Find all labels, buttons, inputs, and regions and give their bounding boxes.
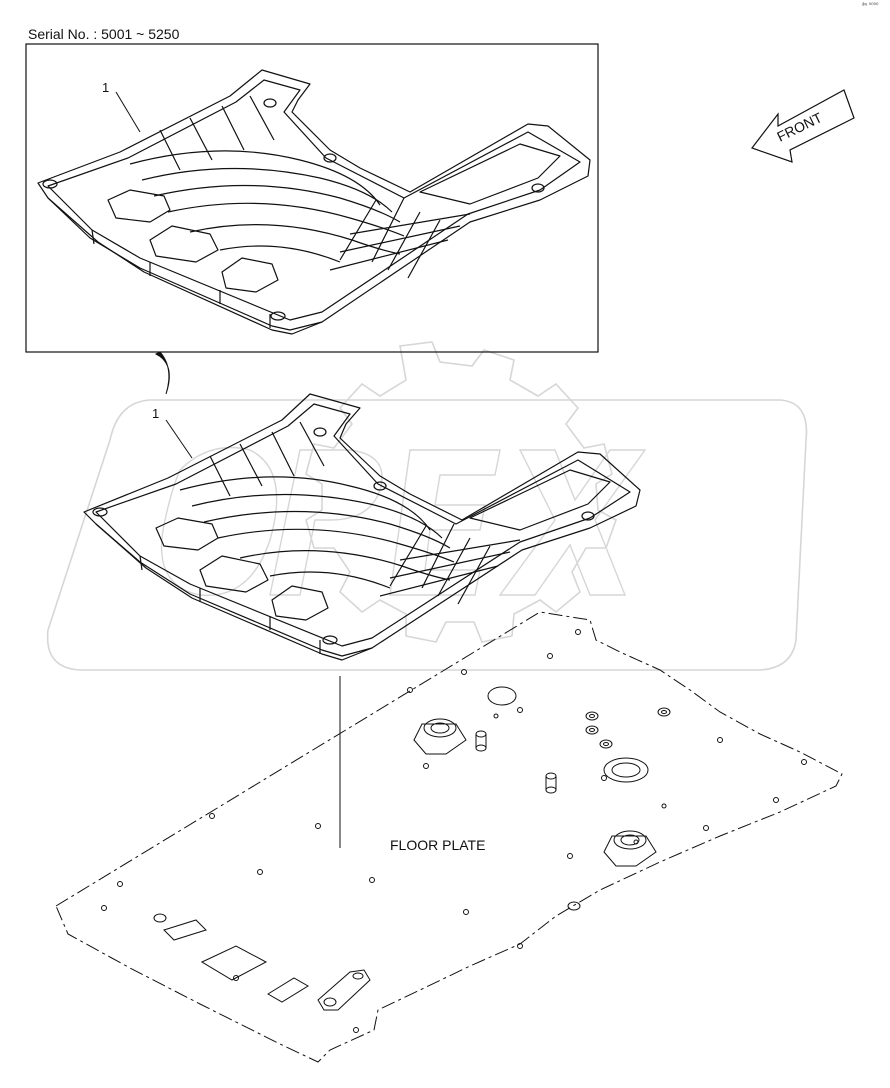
drawing-code: ᵈʷ ⁰⁰⁰⁰: [862, 3, 879, 9]
floor-plate-slot-1: [163, 919, 207, 941]
detail-callout-number: 1: [102, 80, 109, 95]
floor-plate-outline: [55, 611, 843, 1063]
detail-opening-left: [107, 189, 171, 223]
floor-plate-hinge: [317, 969, 371, 1011]
watermark: [46, 341, 808, 671]
serial-number-note: Serial No. : 5001 ~ 5250: [28, 26, 180, 42]
detail-opening-right: [221, 257, 279, 293]
floor-plate-mount-left: [413, 718, 467, 755]
main-callout-leader: [165, 419, 193, 459]
detail-opening-center: [149, 225, 219, 263]
floor-plate-oval-cover: [603, 757, 649, 783]
detail-frame: [25, 43, 599, 353]
floor-plate-mount-right: [603, 830, 657, 867]
floor-plate: [55, 611, 843, 1063]
front-arrow-icon: FRONT: [751, 89, 855, 163]
floor-plate-round-opening: [487, 686, 517, 706]
floor-plate-label: FLOOR PLATE: [390, 837, 486, 853]
floor-plate-bosses: [475, 707, 671, 911]
main-opening-left: [155, 517, 219, 551]
main-opening-center: [199, 555, 269, 593]
detail-callout-leader: [115, 91, 141, 133]
main-floor-mat: [83, 393, 641, 661]
watermark-plate: [46, 399, 808, 671]
watermark-gear: [305, 341, 617, 643]
floor-plate-slot-3: [267, 977, 309, 1003]
detail-floor-mat: [37, 69, 591, 335]
watermark-letters: [160, 446, 647, 597]
main-opening-right: [271, 585, 329, 621]
main-callout-number: 1: [152, 406, 159, 421]
detail-link-arrow: [154, 351, 170, 395]
floor-plate-holes: [101, 629, 807, 1033]
floor-plate-slot-2: [200, 945, 268, 981]
